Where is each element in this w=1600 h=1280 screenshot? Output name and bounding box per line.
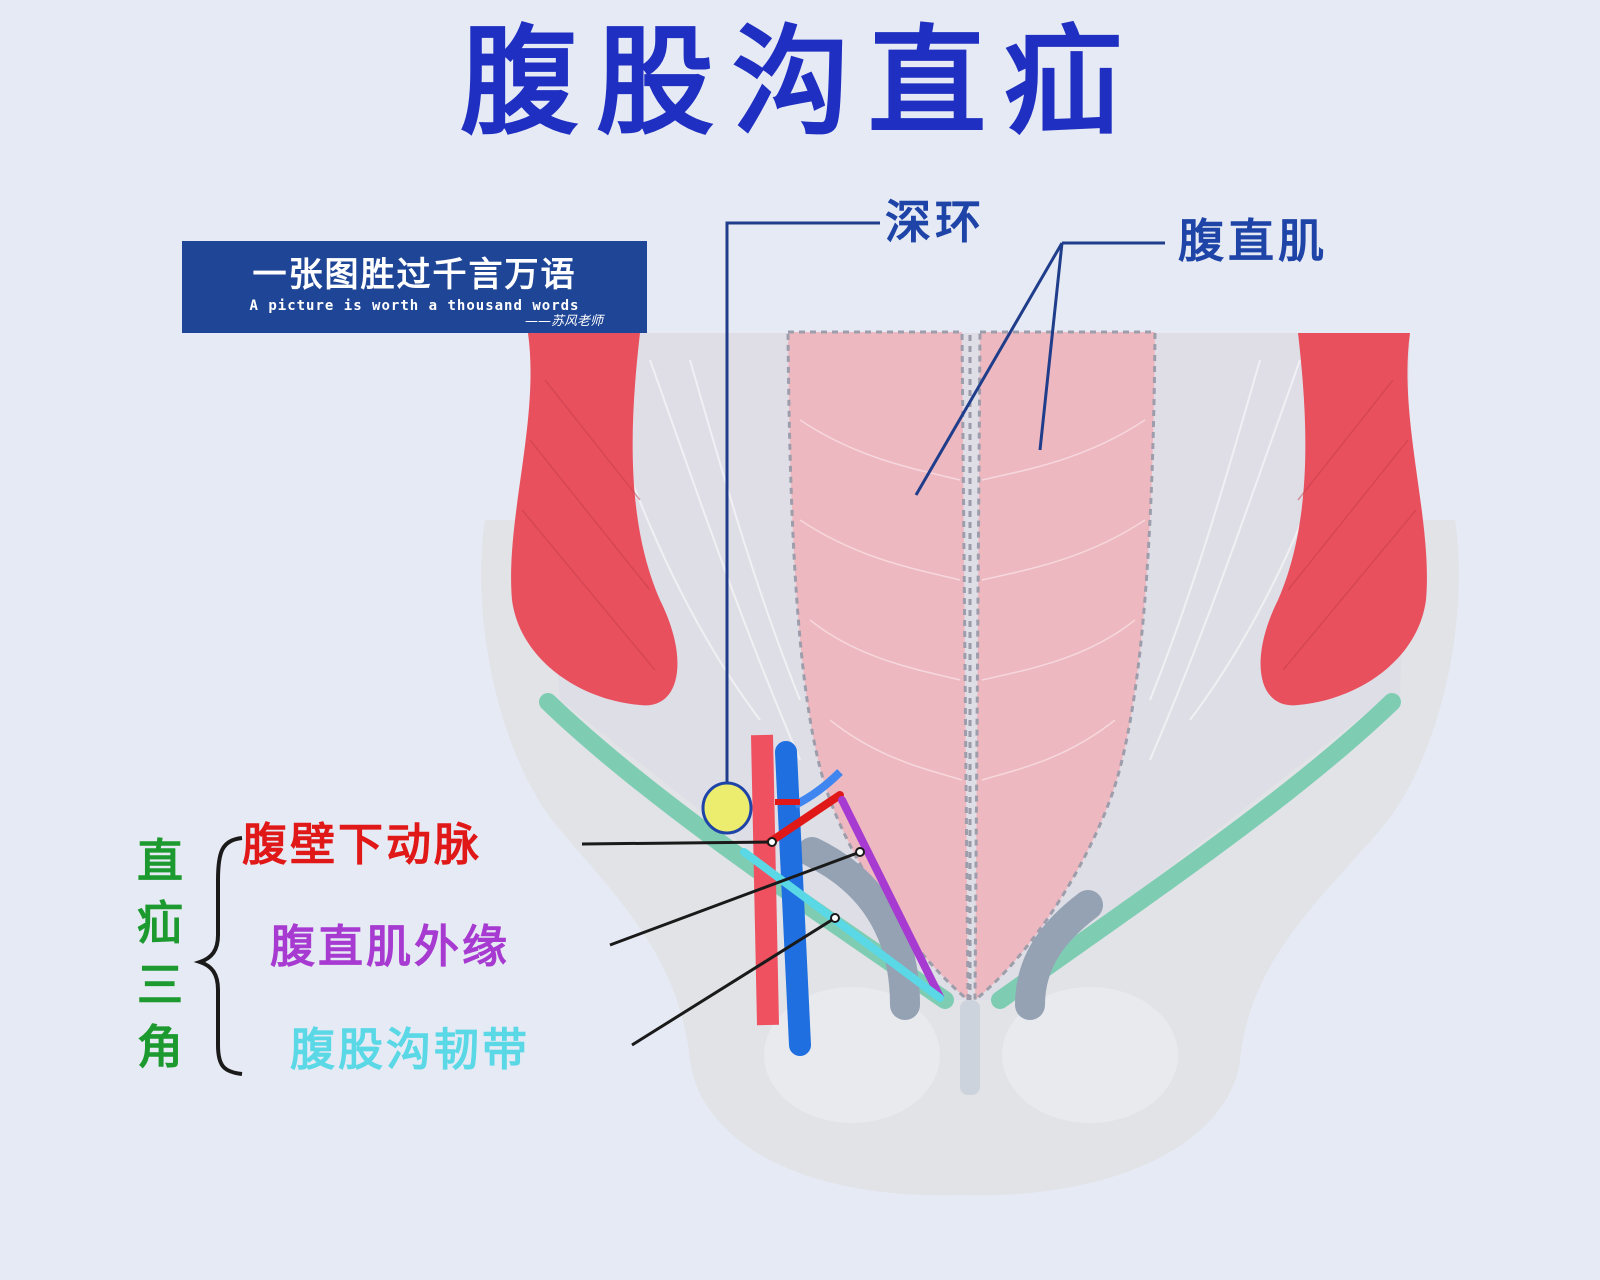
left-rectus-muscle [786,330,970,1004]
hernia-triangle-label: 直疝三角 [137,834,183,1074]
leader-dots [767,837,865,923]
page-title: 腹股沟直疝 [459,13,1140,151]
inguinal-ligament-line [740,848,944,1002]
rectus-leaders [914,241,1165,496]
epigastric-artery-label: 腹壁下动脉 [242,818,483,871]
banner-english-text: A picture is worth a thousand words [249,298,580,314]
triangle-brace [193,836,243,1076]
external-iliac-artery [751,734,779,1026]
rectus-fibers [799,419,1146,781]
rectus-label: 腹直肌 [1178,214,1328,268]
rectus-lateral-edge [838,796,944,1001]
inguinal-ligament-label: 腹股沟韧带 [290,1023,531,1076]
deep-ring [701,781,753,835]
oblique-fibers [521,379,1417,671]
banner-author: ——苏风老师 [524,314,603,329]
right-rectus-muscle [973,330,1157,1004]
right-grey-vessel [1015,890,1103,1020]
inguinal-ligament-right [991,693,1401,1009]
deep-ring-leader [725,221,880,782]
deep-ring-label: 深环 [885,195,985,249]
banner-chinese-text: 一张图胜过千言万语 [252,255,577,295]
label-leaders [581,840,861,1047]
rectus-edge-label: 腹直肌外缘 [270,920,511,973]
pubic-symphysis [960,1000,980,1095]
quote-banner: 一张图胜过千言万语 A picture is worth a thousand … [182,241,647,333]
external-iliac-vein [775,741,811,1056]
inferior-epigastric-artery [766,791,844,846]
